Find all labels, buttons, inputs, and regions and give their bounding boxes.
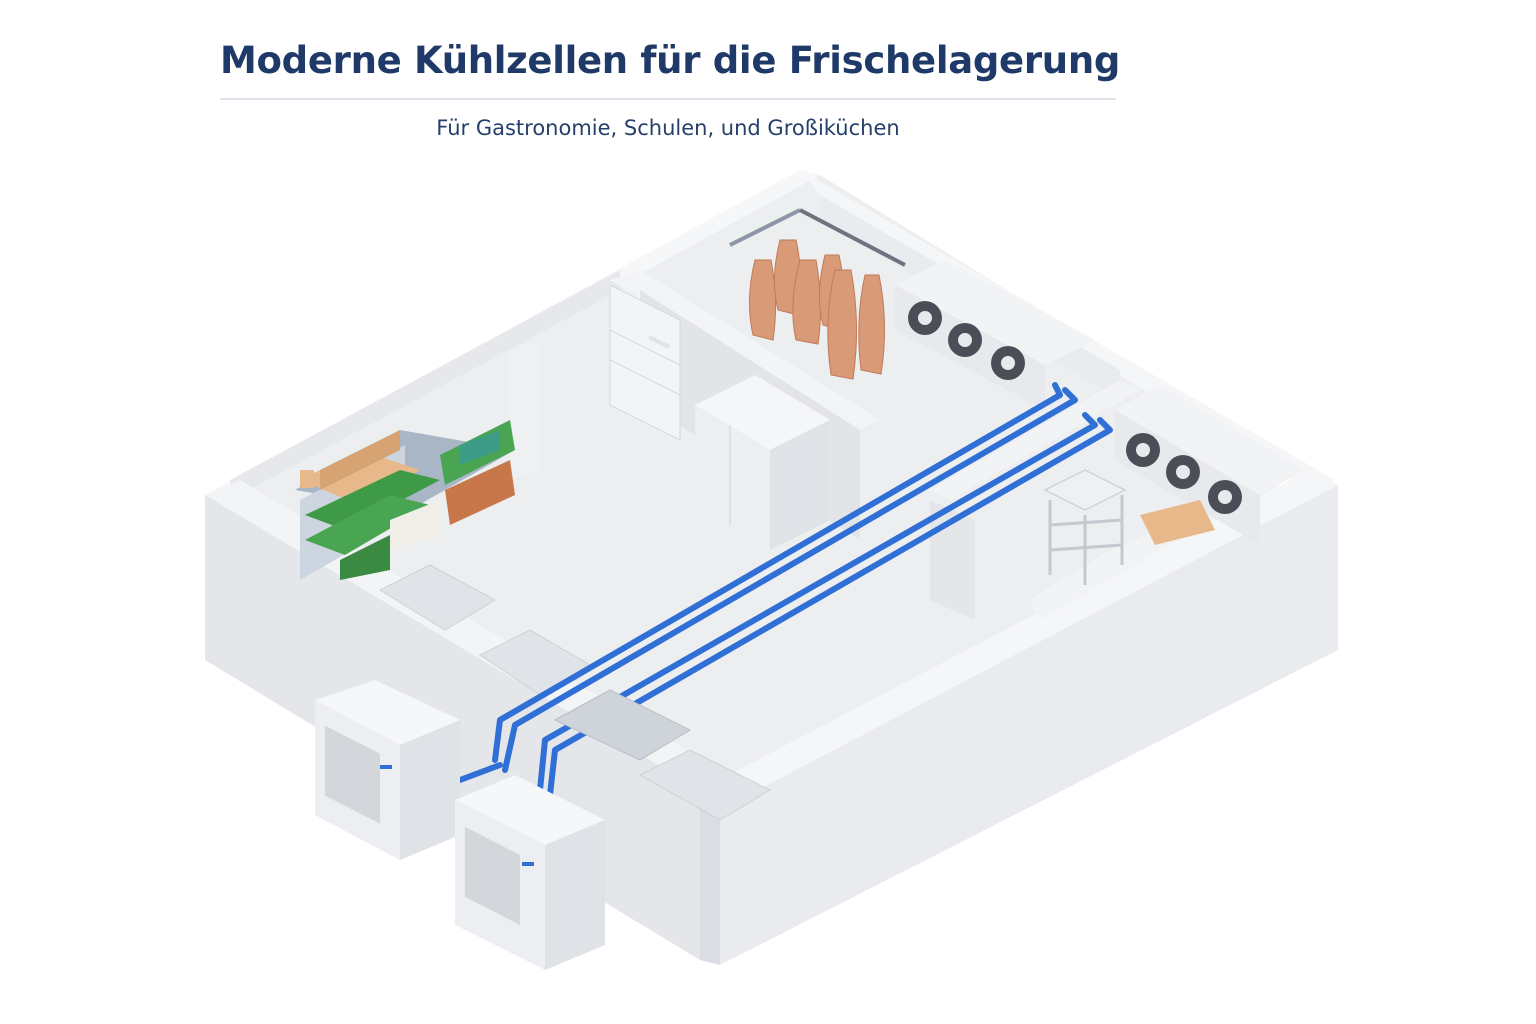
- page-title: Moderne Kühlzellen für die Frischelageru…: [220, 39, 1121, 82]
- back-wall-left-face: [230, 270, 620, 500]
- header: Moderne Kühlzellen für die Frischelageru…: [220, 30, 1121, 140]
- partition-wall-1: [510, 340, 540, 480]
- partition-wall-3: [930, 380, 1140, 500]
- outer-wall-right-face: [720, 485, 1338, 965]
- condensing-unit-right: [455, 775, 605, 970]
- evaporator-unit-upper: [895, 260, 1095, 410]
- page-subtitle: Für Gastronomie, Schulen, und Großiküche…: [436, 116, 900, 140]
- floor-drain-grates: [378, 564, 772, 821]
- ceiling-hatch: [553, 689, 692, 761]
- hanging-meat-rail: [729, 208, 906, 380]
- refrigerant-pipes: [457, 382, 1113, 798]
- insulated-door: [609, 284, 681, 441]
- condensing-unit-left: [315, 680, 460, 860]
- refrigerator: [695, 375, 830, 550]
- title-divider: [220, 98, 1116, 100]
- shelving-vegetables: [295, 420, 515, 580]
- outer-wall-corner: [700, 790, 720, 965]
- partition-wall-2: [610, 270, 880, 430]
- evaporator-unit-lower: [1115, 385, 1305, 545]
- outer-wall-right-top: [700, 470, 1338, 810]
- wire-shelving: [1043, 469, 1215, 585]
